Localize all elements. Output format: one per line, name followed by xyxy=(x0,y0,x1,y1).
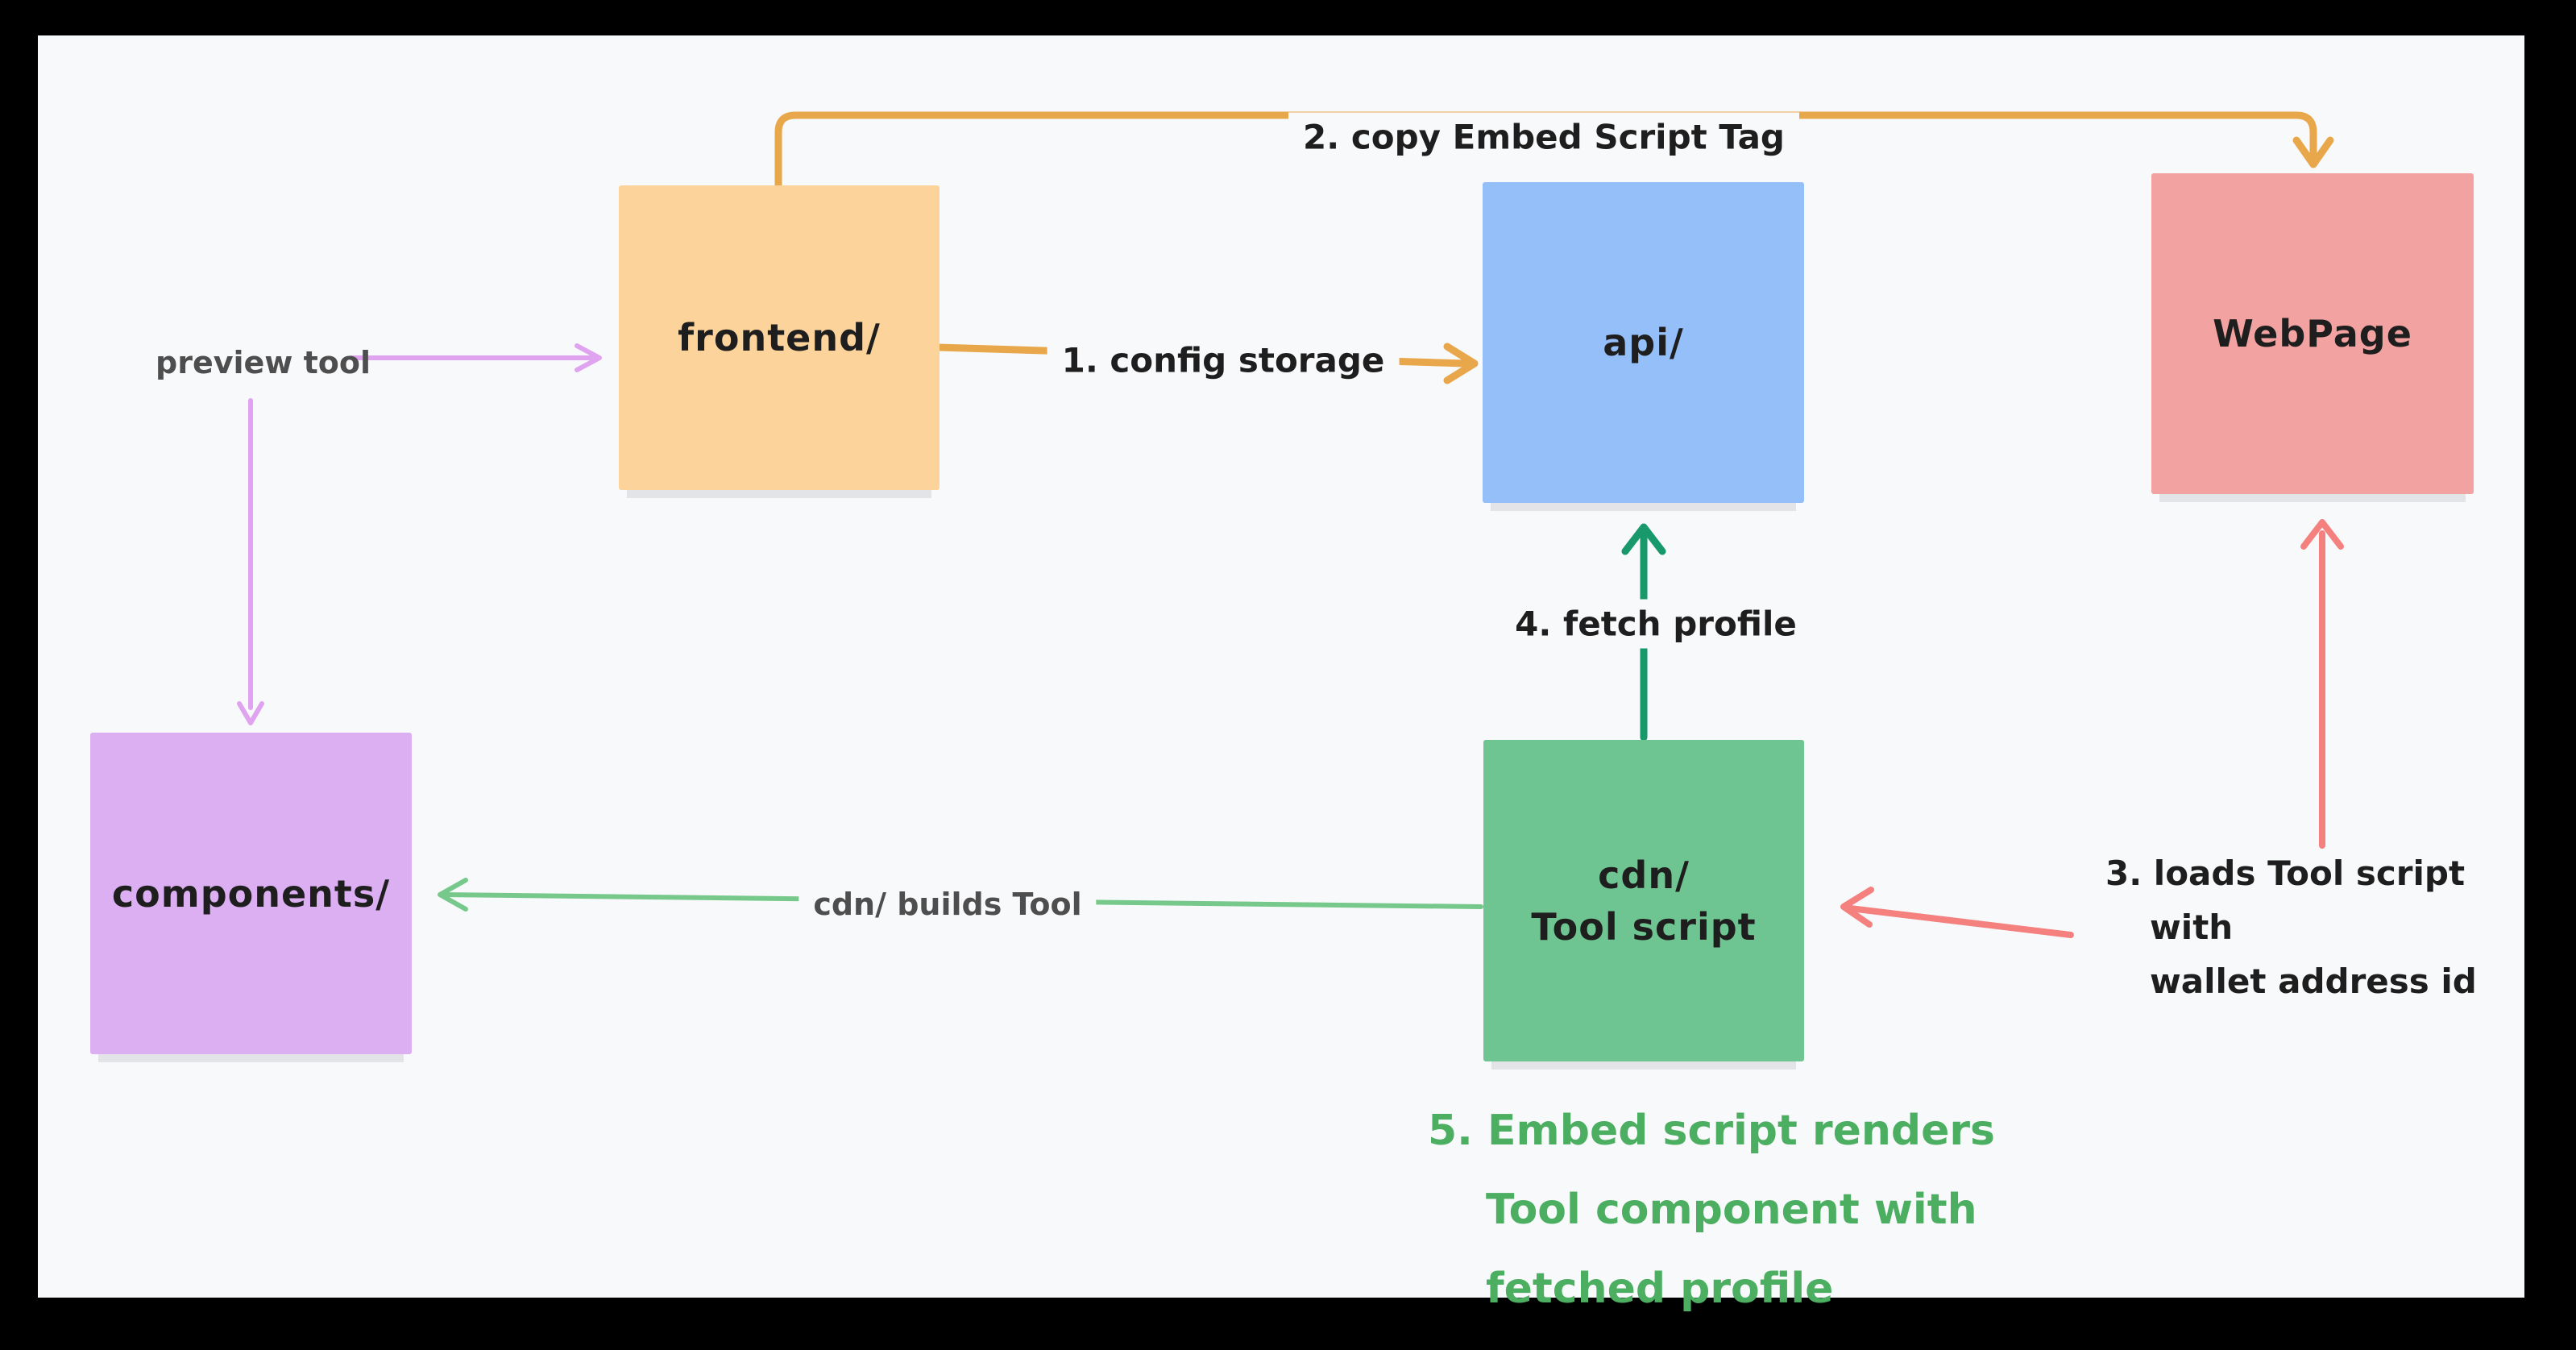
frontend-node-label: frontend/ xyxy=(678,316,881,359)
cdn-builds-tool-label[interactable]: cdn/ builds Tool xyxy=(799,882,1097,927)
diagram-canvas[interactable] xyxy=(38,35,2524,1298)
loads-tool-vertical-arrow[interactable] xyxy=(2300,519,2344,849)
loads-tool-horizontal-arrow[interactable] xyxy=(1840,887,2074,938)
loads-tool-line1: 3. loads Tool script xyxy=(2105,854,2466,893)
preview-tool-label[interactable]: preview tool xyxy=(156,345,371,380)
frontend-node[interactable]: frontend/ xyxy=(619,185,940,490)
webpage-node[interactable]: WebPage xyxy=(2151,173,2474,494)
step5-line1: 5. Embed script renders xyxy=(1428,1107,1996,1155)
components-node[interactable]: components/ xyxy=(90,733,412,1054)
api-node[interactable]: api/ xyxy=(1483,182,1804,503)
preview-tool-vertical-arrow[interactable] xyxy=(237,398,264,725)
loads-tool-line3: wallet address id xyxy=(2150,962,2477,1001)
preview-tool-horizontal-arrow[interactable] xyxy=(349,343,602,372)
cdn-node[interactable]: cdn/ Tool script xyxy=(1483,740,1804,1061)
cdn-node-label-line2: Tool script xyxy=(1531,904,1757,949)
components-node-label: components/ xyxy=(111,871,391,916)
copy-embed-script-label[interactable]: 2. copy Embed Script Tag xyxy=(1288,112,1799,162)
step5-line2: Tool component with xyxy=(1486,1186,1977,1234)
step5-annotation[interactable]: 5. Embed script renders Tool component w… xyxy=(1428,1091,1995,1328)
webpage-node-label: WebPage xyxy=(2213,312,2412,355)
step5-line3: fetched profile xyxy=(1486,1265,1834,1313)
loads-tool-script-label[interactable]: 3. loads Tool script with wallet address… xyxy=(2105,846,2477,1008)
config-storage-label[interactable]: 1. config storage xyxy=(1047,335,1400,385)
fetch-profile-label[interactable]: 4. fetch profile xyxy=(1500,599,1811,649)
api-node-label: api/ xyxy=(1603,321,1684,364)
loads-tool-line2: with xyxy=(2150,908,2234,947)
cdn-node-label-line1: cdn/ xyxy=(1598,853,1690,897)
